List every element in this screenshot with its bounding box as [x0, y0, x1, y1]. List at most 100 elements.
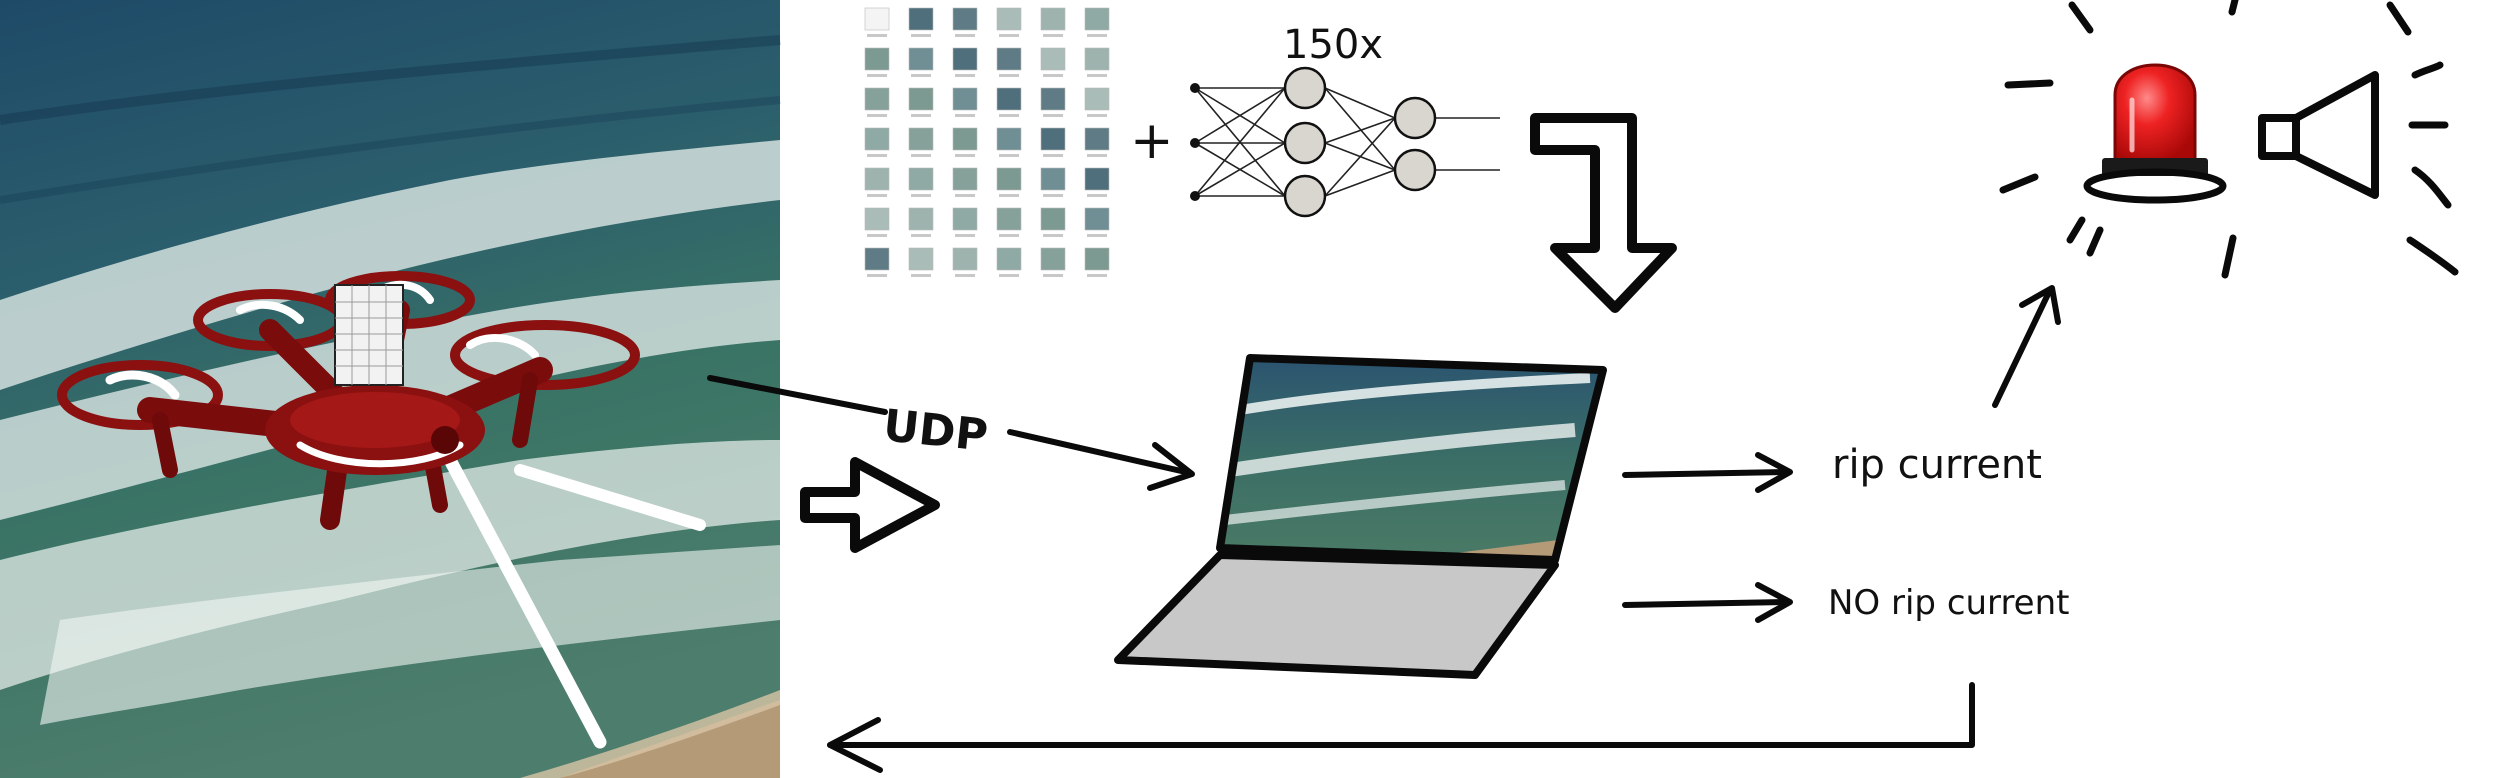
neuron-node — [1283, 66, 1327, 110]
output-arrow-no-rip — [1622, 582, 1793, 623]
thumbnail-caption — [911, 194, 931, 197]
thumbnail-image — [952, 207, 978, 231]
neuron-node — [1283, 121, 1327, 165]
thumbnail-image — [1040, 87, 1066, 111]
thumbnail-caption — [1043, 154, 1063, 157]
output-arrow-rip — [1622, 452, 1793, 493]
thumbnail-caption — [867, 234, 887, 237]
thumbnail-image — [1040, 7, 1066, 31]
network-connection — [1324, 169, 1396, 197]
thumbnail-caption — [867, 274, 887, 277]
thumbnail-caption — [955, 234, 975, 237]
network-connection — [1324, 117, 1396, 144]
laptop-icon — [1114, 354, 1607, 679]
neuron-node — [1393, 148, 1437, 192]
thumbnail-caption — [911, 274, 931, 277]
thumbnail-caption — [955, 194, 975, 197]
thumbnail-image — [952, 7, 978, 31]
thumbnail-caption — [999, 234, 1019, 237]
thumbnail-image — [1040, 127, 1066, 151]
right-arrow — [800, 457, 940, 553]
thumbnail-caption — [999, 274, 1019, 277]
input-node — [1190, 83, 1200, 93]
thumbnail-caption — [911, 234, 931, 237]
network-connection — [1194, 87, 1286, 144]
thumbnail-image — [996, 167, 1022, 191]
thumbnail-image — [1040, 167, 1066, 191]
siren-icon — [1999, 0, 2412, 279]
thumbnail-image — [864, 207, 890, 231]
thumbnail-image — [908, 87, 934, 111]
thumbnail-image — [908, 127, 934, 151]
thumbnail-image — [996, 87, 1022, 111]
thumbnail-image — [1084, 207, 1110, 231]
thumbnail-caption — [955, 74, 975, 77]
thumbnail-caption — [911, 154, 931, 157]
thumbnail-caption — [999, 154, 1019, 157]
thumbnail-caption — [1043, 274, 1063, 277]
thumbnail-image — [1040, 207, 1066, 231]
network-connection — [1324, 87, 1396, 171]
thumbnail-caption — [867, 34, 887, 37]
thumbnail-caption — [911, 74, 931, 77]
thumbnail-image — [1040, 247, 1066, 271]
thumbnail-caption — [911, 34, 931, 37]
feedback-loop-arrow — [827, 682, 1975, 773]
thumbnail-image — [1084, 87, 1110, 111]
thumbnail-caption — [999, 74, 1019, 77]
thumbnail-caption — [1043, 234, 1063, 237]
thumbnail-image — [1084, 127, 1110, 151]
thumbnail-caption — [1087, 154, 1107, 157]
drone-icon — [57, 271, 706, 749]
thumbnail-image — [952, 47, 978, 71]
training-image-grid — [864, 7, 1110, 277]
thumbnail-image — [1040, 47, 1066, 71]
network-connection — [1324, 87, 1396, 119]
thumbnail-image — [952, 127, 978, 151]
thumbnail-caption — [1043, 34, 1063, 37]
thumbnail-image — [1084, 247, 1110, 271]
thumbnail-image — [996, 127, 1022, 151]
thumbnail-image — [908, 207, 934, 231]
thumbnail-caption — [1087, 194, 1107, 197]
thumbnail-caption — [999, 34, 1019, 37]
thumbnail-image — [908, 7, 934, 31]
alarm-trigger-arrow — [1992, 285, 2061, 408]
neuron-node — [1393, 96, 1437, 140]
thumbnail-image — [864, 47, 890, 71]
thumbnail-image — [952, 87, 978, 111]
thumbnail-caption — [867, 114, 887, 117]
thumbnail-image — [908, 247, 934, 271]
thumbnail-caption — [955, 34, 975, 37]
rip-current-label: rip current — [1832, 442, 2042, 488]
down-arrow — [1530, 113, 1677, 313]
thumbnail-image — [996, 7, 1022, 31]
thumbnail-caption — [867, 154, 887, 157]
thumbnail-image — [864, 7, 890, 31]
thumbnail-caption — [1087, 74, 1107, 77]
multiplier-label: 150x — [1283, 22, 1383, 68]
thumbnail-image — [1084, 167, 1110, 191]
thumbnail-caption — [1087, 274, 1107, 277]
thumbnail-image — [864, 87, 890, 111]
thumbnail-caption — [1087, 34, 1107, 37]
plus-sign: + — [1130, 111, 1174, 171]
thumbnail-caption — [911, 114, 931, 117]
thumbnail-image — [1084, 7, 1110, 31]
thumbnail-caption — [1043, 194, 1063, 197]
udp-label: UDP — [881, 400, 990, 462]
input-node — [1190, 191, 1200, 201]
thumbnail-caption — [955, 274, 975, 277]
thumbnail-caption — [1087, 114, 1107, 117]
neural-network-icon — [1190, 66, 1500, 218]
thumbnail-image — [864, 127, 890, 151]
network-connection — [1194, 87, 1286, 197]
neuron-node — [1283, 174, 1327, 218]
thumbnail-caption — [999, 114, 1019, 117]
thumbnail-image — [996, 47, 1022, 71]
thumbnail-caption — [867, 194, 887, 197]
thumbnail-image — [864, 167, 890, 191]
input-node — [1190, 138, 1200, 148]
udp-transmission-arrow — [707, 375, 1195, 491]
